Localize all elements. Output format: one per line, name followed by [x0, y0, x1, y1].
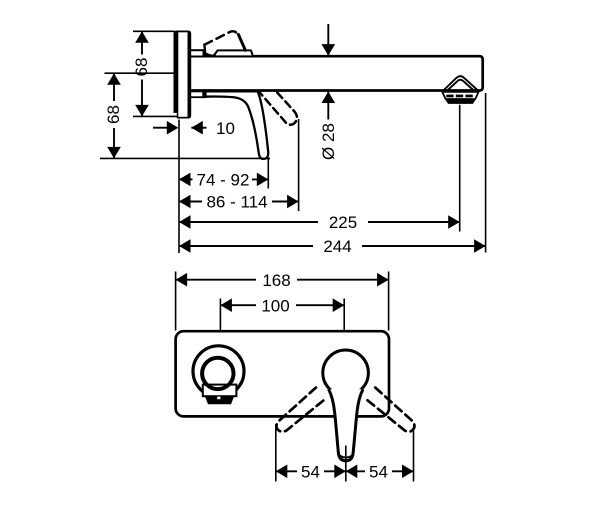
svg-text:168: 168 [262, 271, 290, 290]
svg-text:68: 68 [132, 58, 151, 77]
svg-text:86 - 114: 86 - 114 [206, 193, 267, 212]
svg-text:225: 225 [329, 213, 357, 232]
svg-text:54: 54 [301, 463, 320, 482]
svg-text:68: 68 [104, 105, 123, 124]
svg-text:74 - 92: 74 - 92 [197, 171, 250, 190]
svg-text:54: 54 [369, 463, 388, 482]
svg-text:244: 244 [323, 237, 351, 256]
svg-text:10: 10 [216, 119, 235, 138]
svg-text:Ø 28: Ø 28 [319, 123, 338, 160]
svg-text:100: 100 [261, 296, 289, 315]
